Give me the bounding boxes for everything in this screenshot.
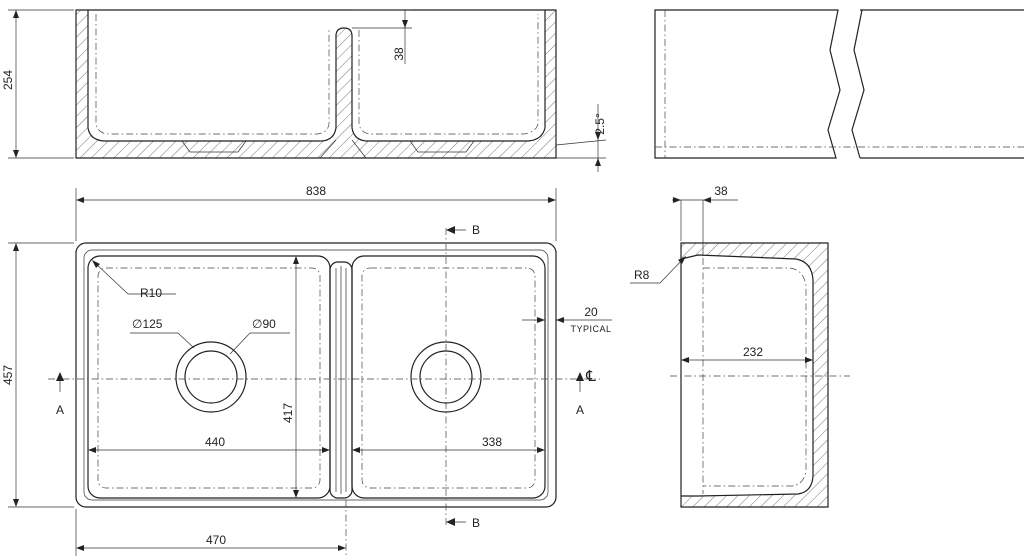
break-line (851, 9, 865, 159)
radius-r10-label: R10 (140, 286, 162, 300)
side-section-outline (680, 242, 829, 508)
centre-470-label: 470 (206, 533, 226, 547)
plan-outer (75, 242, 557, 508)
inner-417-label: 417 (281, 403, 295, 423)
centre-web (319, 139, 367, 159)
section-outline (75, 9, 557, 159)
bowl-440-label: 440 (205, 435, 225, 449)
slope-2-5-label: 2.5° (593, 113, 607, 135)
typical-label: TYPICAL (570, 324, 611, 334)
height-254-label: 254 (1, 70, 15, 90)
slot-38-label: 38 (392, 47, 406, 61)
section-inner-dashed (95, 14, 539, 135)
side-232-label: 232 (743, 345, 763, 359)
waste-left-outer (175, 341, 247, 413)
left-bowl (87, 255, 331, 499)
radius-r8-label: R8 (634, 268, 650, 282)
waste-90-label: ∅90 (252, 317, 276, 331)
section-a-left-label: A (56, 403, 64, 417)
centerline-symbol: ℄ (585, 368, 596, 385)
waste-outlet-right (409, 140, 475, 153)
section-view-b-b: 38 R8 232 (630, 184, 850, 508)
plan-view: 838 457 R10 ∅125 ∅90 417 440 33 (1, 184, 612, 556)
section-view-a-a: 254 38 2.5° (1, 9, 607, 172)
width-838-label: 838 (306, 184, 326, 198)
front-elevation (654, 9, 1024, 159)
side-38-label: 38 (714, 184, 728, 198)
waste-125-label: ∅125 (132, 317, 163, 331)
section-b-top-label: B (472, 223, 480, 237)
section-a-right-label: A (576, 403, 584, 417)
waste-left-inner (184, 350, 238, 404)
front-outline (654, 9, 841, 159)
waste-outlet-left (181, 140, 247, 153)
right-bowl (351, 255, 546, 499)
depth-457-label: 457 (1, 365, 15, 385)
section-b-bottom-label: B (472, 516, 480, 530)
wall-20-label: 20 (584, 305, 598, 319)
centre-divider (329, 261, 353, 499)
bowl-338-label: 338 (482, 435, 502, 449)
